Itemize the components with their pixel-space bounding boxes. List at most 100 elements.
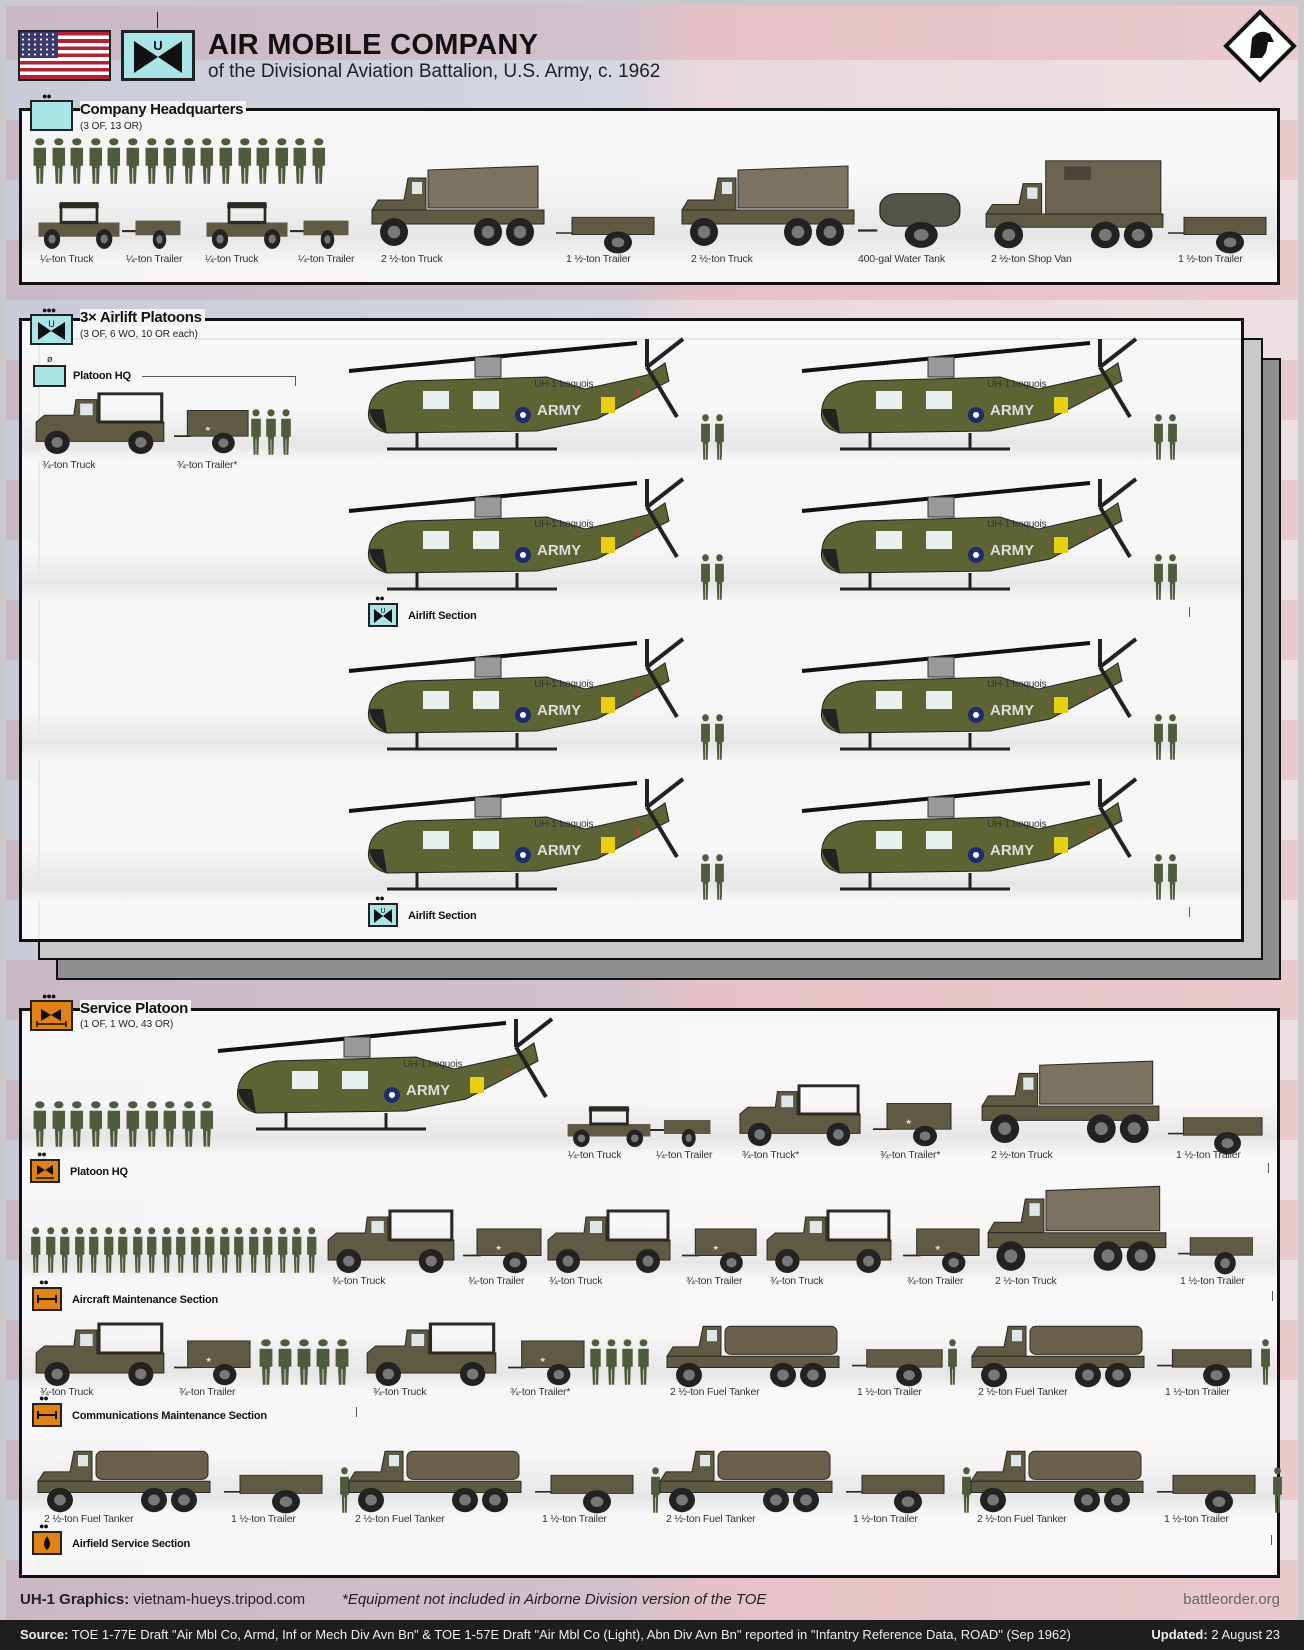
battleorder-logo-icon	[1222, 8, 1298, 84]
soldier-figure	[1167, 713, 1178, 761]
section-bracket-end	[1268, 1163, 1269, 1173]
trailer15	[224, 1457, 324, 1515]
helicopter-label: UH-1 Iroquois	[403, 1059, 463, 1071]
equipment-label: 1 ½-ton Trailer	[566, 253, 631, 265]
equipment-label: ¼-ton Truck	[205, 253, 259, 265]
equipment-label: ¾-ton Trailer	[468, 1275, 525, 1287]
equipment-label: 1 ½-ton Trailer	[231, 1513, 296, 1525]
soldier-figure	[88, 1226, 100, 1274]
soldier-figure	[1167, 553, 1178, 601]
soldier-figure	[1153, 413, 1164, 461]
section-echelon-dots: ●●	[375, 593, 385, 603]
tanker	[663, 1315, 843, 1390]
soldier-figure	[32, 1100, 48, 1148]
trailer15	[1168, 1100, 1264, 1156]
equipment-label: 1 ½-ton Trailer	[853, 1513, 918, 1525]
soldier-figure	[106, 137, 122, 185]
svg-text:ARMY: ARMY	[990, 842, 1034, 859]
equipment-label: ¾-ton Truck*	[742, 1149, 800, 1161]
svg-text:★: ★	[712, 1243, 719, 1252]
svg-text:ARMY: ARMY	[537, 842, 581, 859]
section-bracket-end	[1272, 1291, 1273, 1301]
soldier-figure	[125, 137, 141, 185]
page-title: AIR MOBILE COMPANY	[208, 29, 539, 61]
soldier-figure	[258, 1338, 274, 1386]
soldier-figure	[181, 1100, 197, 1148]
soldier-figure	[277, 1338, 293, 1386]
svg-text:3: 3	[635, 687, 640, 697]
soldier-figure	[144, 137, 160, 185]
helicopter-label: UH-1 Iroquois	[534, 819, 594, 831]
equipment-label: 1 ½-ton Trailer	[1180, 1275, 1245, 1287]
section-echelon-dots: ●●	[39, 1521, 49, 1531]
jeep	[34, 195, 124, 250]
equipment-label: ¾-ton Truck	[549, 1275, 603, 1287]
trailer15	[556, 200, 656, 255]
equipment-label: 1 ½-ton Trailer	[1176, 1149, 1241, 1161]
helicopter-label: UH-1 Iroquois	[534, 379, 594, 391]
graphics-credit: UH-1 Graphics: vietnam-hueys.tripod.com	[20, 1591, 306, 1608]
soldier-figure	[146, 1226, 158, 1274]
equipment-label: ¼-ton Trailer	[298, 253, 355, 265]
soldier-figure	[1153, 853, 1164, 901]
equipment-label: 2 ½-ton Shop Van	[991, 253, 1072, 265]
soldier-figure	[106, 1100, 122, 1148]
communications-maintenance-section-label: Communications Maintenance Section	[72, 1410, 267, 1422]
soldier-figure	[69, 137, 85, 185]
svg-text:★: ★	[205, 1356, 212, 1365]
soldier-figure	[1167, 413, 1178, 461]
soldier-figure	[132, 1226, 144, 1274]
service-platoon-hq-icon	[30, 1159, 60, 1183]
soldier-figure	[961, 1466, 972, 1514]
soldier-figure	[700, 853, 711, 901]
svg-text:3: 3	[504, 1067, 509, 1077]
trailer15	[1157, 1457, 1257, 1515]
soldier-figure	[59, 1226, 71, 1274]
tanker	[656, 1440, 836, 1515]
soldier-figure	[605, 1338, 618, 1386]
soldier-figure	[334, 1338, 350, 1386]
service-platoon-hq-label: Platoon HQ	[70, 1166, 128, 1178]
aircraft-maintenance-section-label: Aircraft Maintenance Section	[72, 1294, 218, 1306]
soldier-figure	[1260, 1338, 1271, 1386]
trailerS	[650, 1108, 712, 1148]
helicopter-label: UH-1 Iroquois	[987, 519, 1047, 531]
site-link[interactable]: battleorder.org	[1183, 1591, 1280, 1608]
soldier-figure	[51, 137, 67, 185]
soldier-figure	[125, 1100, 141, 1148]
soldier-figure	[277, 1226, 289, 1274]
airborne-footnote: *Equipment not included in Airborne Divi…	[342, 1591, 767, 1608]
soldier-figure	[144, 1100, 160, 1148]
graphics-credit-link[interactable]: vietnam-hueys.tripod.com	[133, 1591, 306, 1608]
soldier-figure	[199, 137, 215, 185]
soldier-figure	[162, 1100, 178, 1148]
soldier-figure	[69, 1100, 85, 1148]
equipment-label: 2 ½-ton Truck	[991, 1149, 1053, 1161]
updated-date: 2 August 23	[1211, 1627, 1280, 1642]
soldier-figure	[175, 1226, 187, 1274]
equipment-label: ¾-ton Trailer	[179, 1386, 236, 1398]
soldier-figure	[199, 1100, 215, 1148]
truck34	[544, 1205, 674, 1275]
trailer15	[1157, 1332, 1253, 1388]
truck34	[32, 1318, 168, 1388]
equipment-label: 2 ½-ton Fuel Tanker	[977, 1513, 1067, 1525]
truck34	[763, 1205, 895, 1275]
helicopter-label: UH-1 Iroquois	[987, 379, 1047, 391]
trailer15	[1178, 1220, 1254, 1276]
soldier-figure	[190, 1226, 202, 1274]
equipment-label: 2 ½-ton Truck	[995, 1275, 1057, 1287]
trailer34: ★	[903, 1213, 981, 1275]
soldier-figure	[714, 853, 725, 901]
soldier-figure	[237, 137, 253, 185]
svg-text:ARMY: ARMY	[406, 1082, 450, 1099]
soldier-figure	[637, 1338, 650, 1386]
svg-text:3: 3	[635, 387, 640, 397]
soldier-figure	[88, 1100, 104, 1148]
truck34	[736, 1080, 864, 1148]
trailer34: ★	[174, 1325, 252, 1387]
truck25	[368, 160, 548, 250]
soldier-figure	[162, 137, 178, 185]
equipment-label: 1 ½-ton Trailer	[1164, 1513, 1229, 1525]
